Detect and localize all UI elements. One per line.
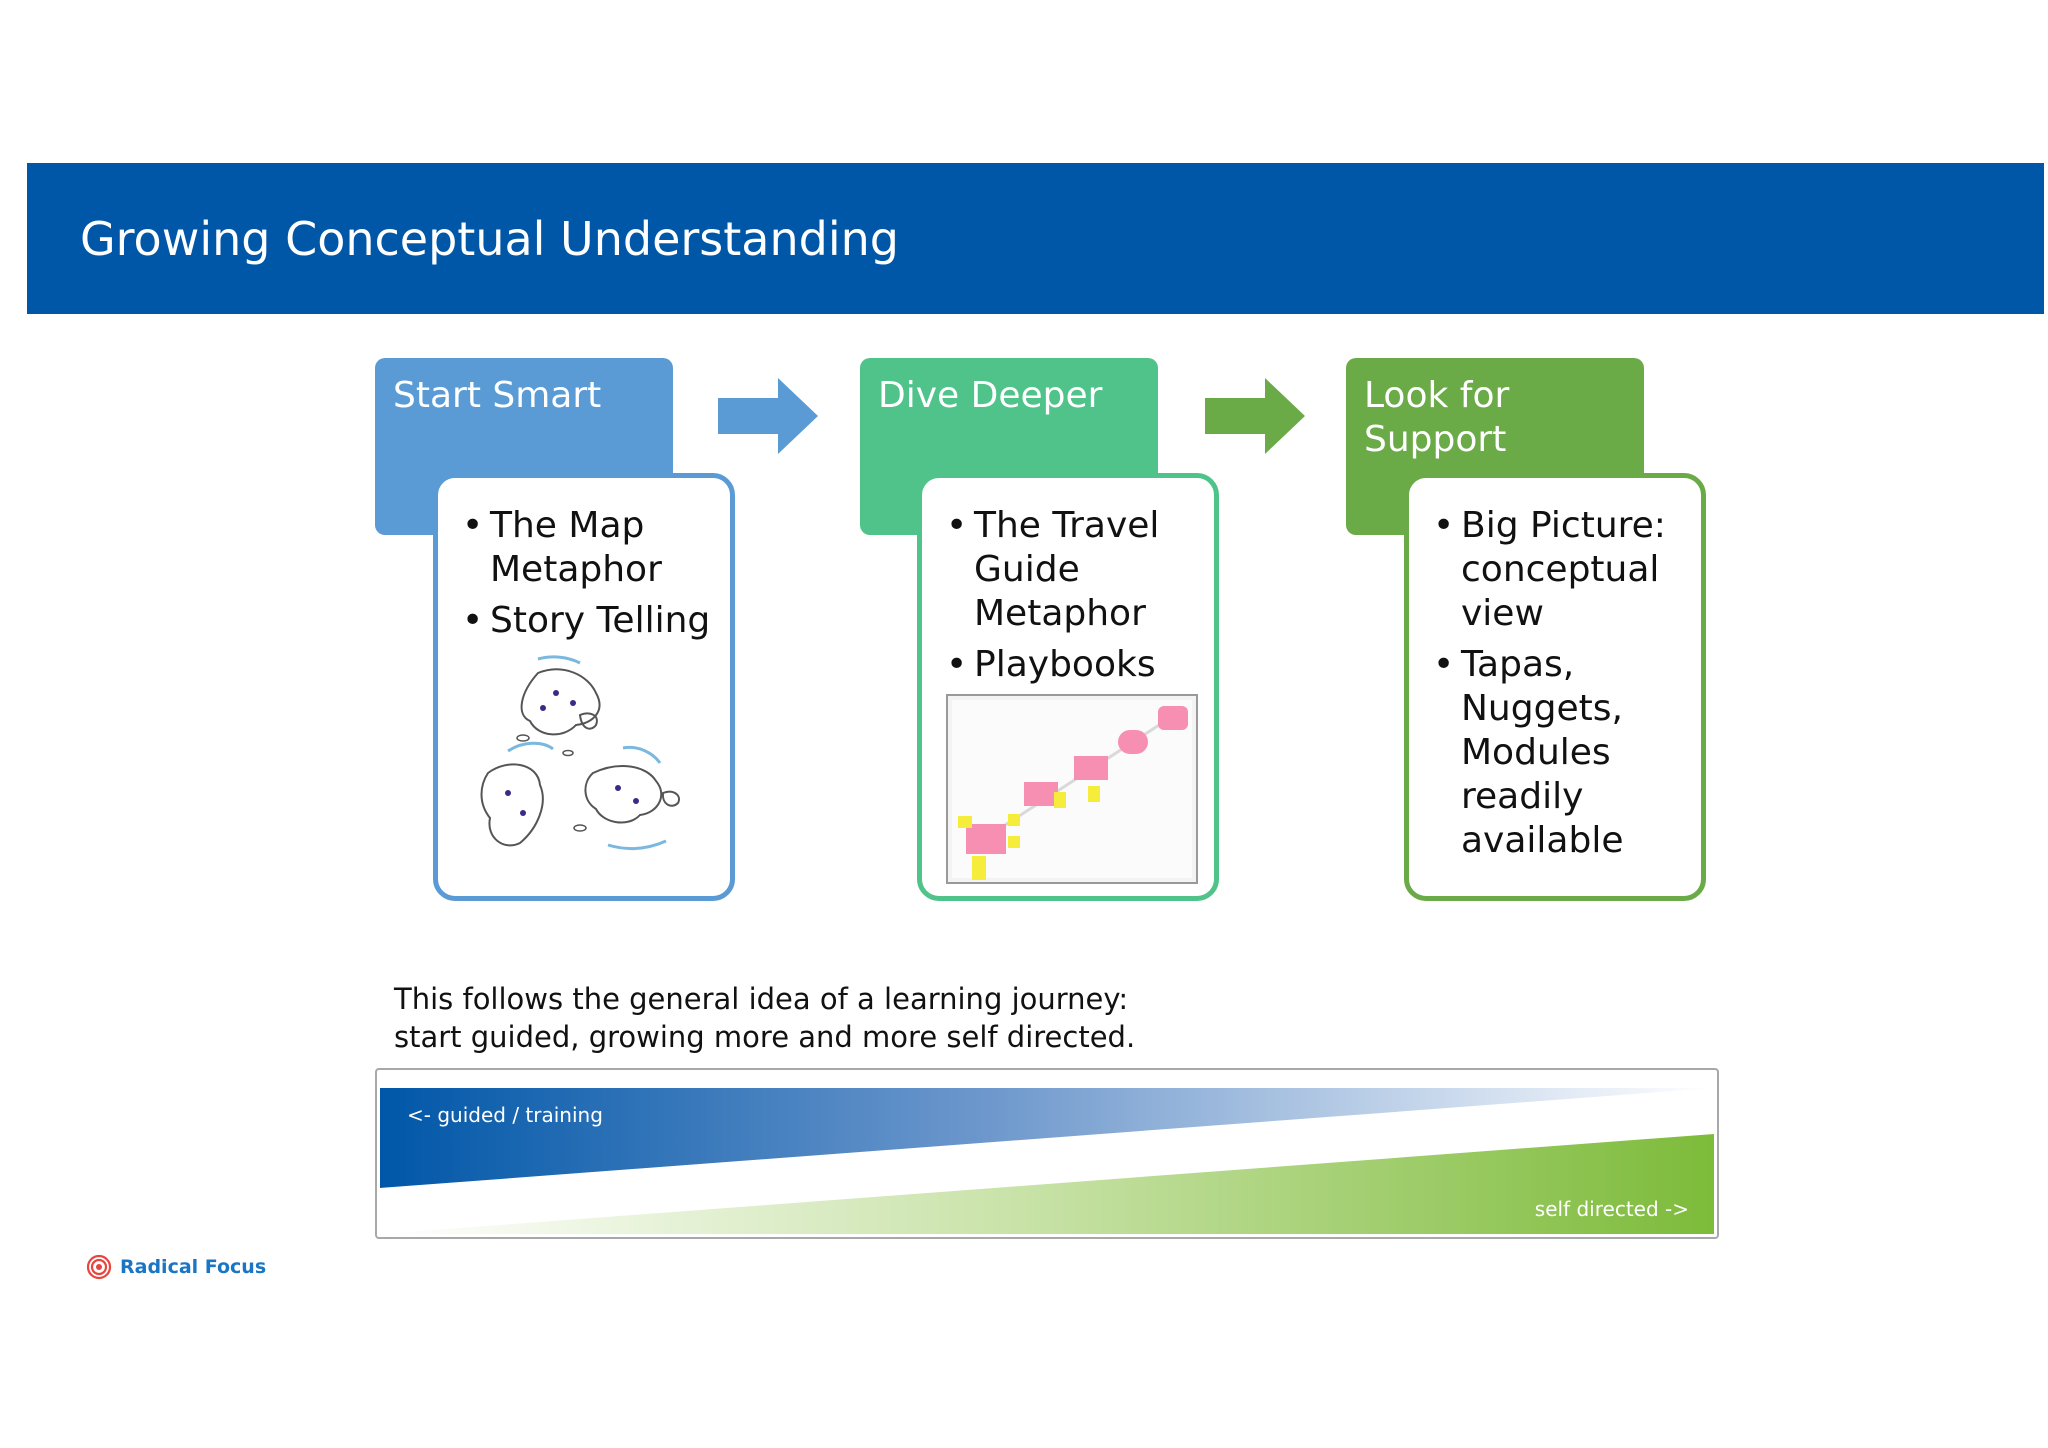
bullet-item: The Travel Guide Metaphor xyxy=(944,504,1200,636)
learning-journey-caption: This follows the general idea of a learn… xyxy=(394,980,1135,1056)
bullet-list: The Map Metaphor Story Telling xyxy=(460,504,716,643)
title-banner: Growing Conceptual Understanding xyxy=(27,163,2044,314)
bullet-list: Big Picture: conceptual view Tapas, Nugg… xyxy=(1431,504,1687,863)
stage-look-for-support-card: Big Picture: conceptual view Tapas, Nugg… xyxy=(1404,473,1706,901)
gradient-graphic xyxy=(380,1088,1714,1234)
bullet-item: Playbooks xyxy=(944,643,1200,687)
stage-start-smart-card: The Map Metaphor Story Telling xyxy=(433,473,735,901)
island-map-sketch-icon xyxy=(480,655,680,850)
stage-title: Start Smart xyxy=(393,375,602,416)
bullet-item: The Map Metaphor xyxy=(460,504,716,592)
radical-focus-logo: Radical Focus xyxy=(86,1252,266,1282)
sticky-notes-whiteboard-icon xyxy=(946,694,1198,884)
stage-title: Look for Support xyxy=(1364,375,1510,460)
bullet-item: Big Picture: conceptual view xyxy=(1431,504,1687,636)
bullet-item: Story Telling xyxy=(460,599,716,643)
slide-title: Growing Conceptual Understanding xyxy=(80,212,899,266)
self-directed-label: self directed -> xyxy=(1534,1197,1689,1221)
stage-title: Dive Deeper xyxy=(878,375,1103,416)
bullet-item: Tapas, Nuggets, Modules readily availabl… xyxy=(1431,643,1687,863)
logo-text: Radical Focus xyxy=(120,1256,267,1278)
guided-to-self-directed-gradient: <- guided / training self directed -> xyxy=(375,1068,1719,1239)
arrow-right-icon xyxy=(718,378,818,454)
caption-line: This follows the general idea of a learn… xyxy=(394,982,1129,1016)
bullet-list: The Travel Guide Metaphor Playbooks xyxy=(944,504,1200,687)
stage-dive-deeper-card: The Travel Guide Metaphor Playbooks xyxy=(917,473,1219,901)
target-icon xyxy=(86,1254,112,1280)
caption-line: start guided, growing more and more self… xyxy=(394,1020,1136,1054)
arrow-right-icon xyxy=(1205,378,1305,454)
guided-training-label: <- guided / training xyxy=(407,1103,603,1127)
